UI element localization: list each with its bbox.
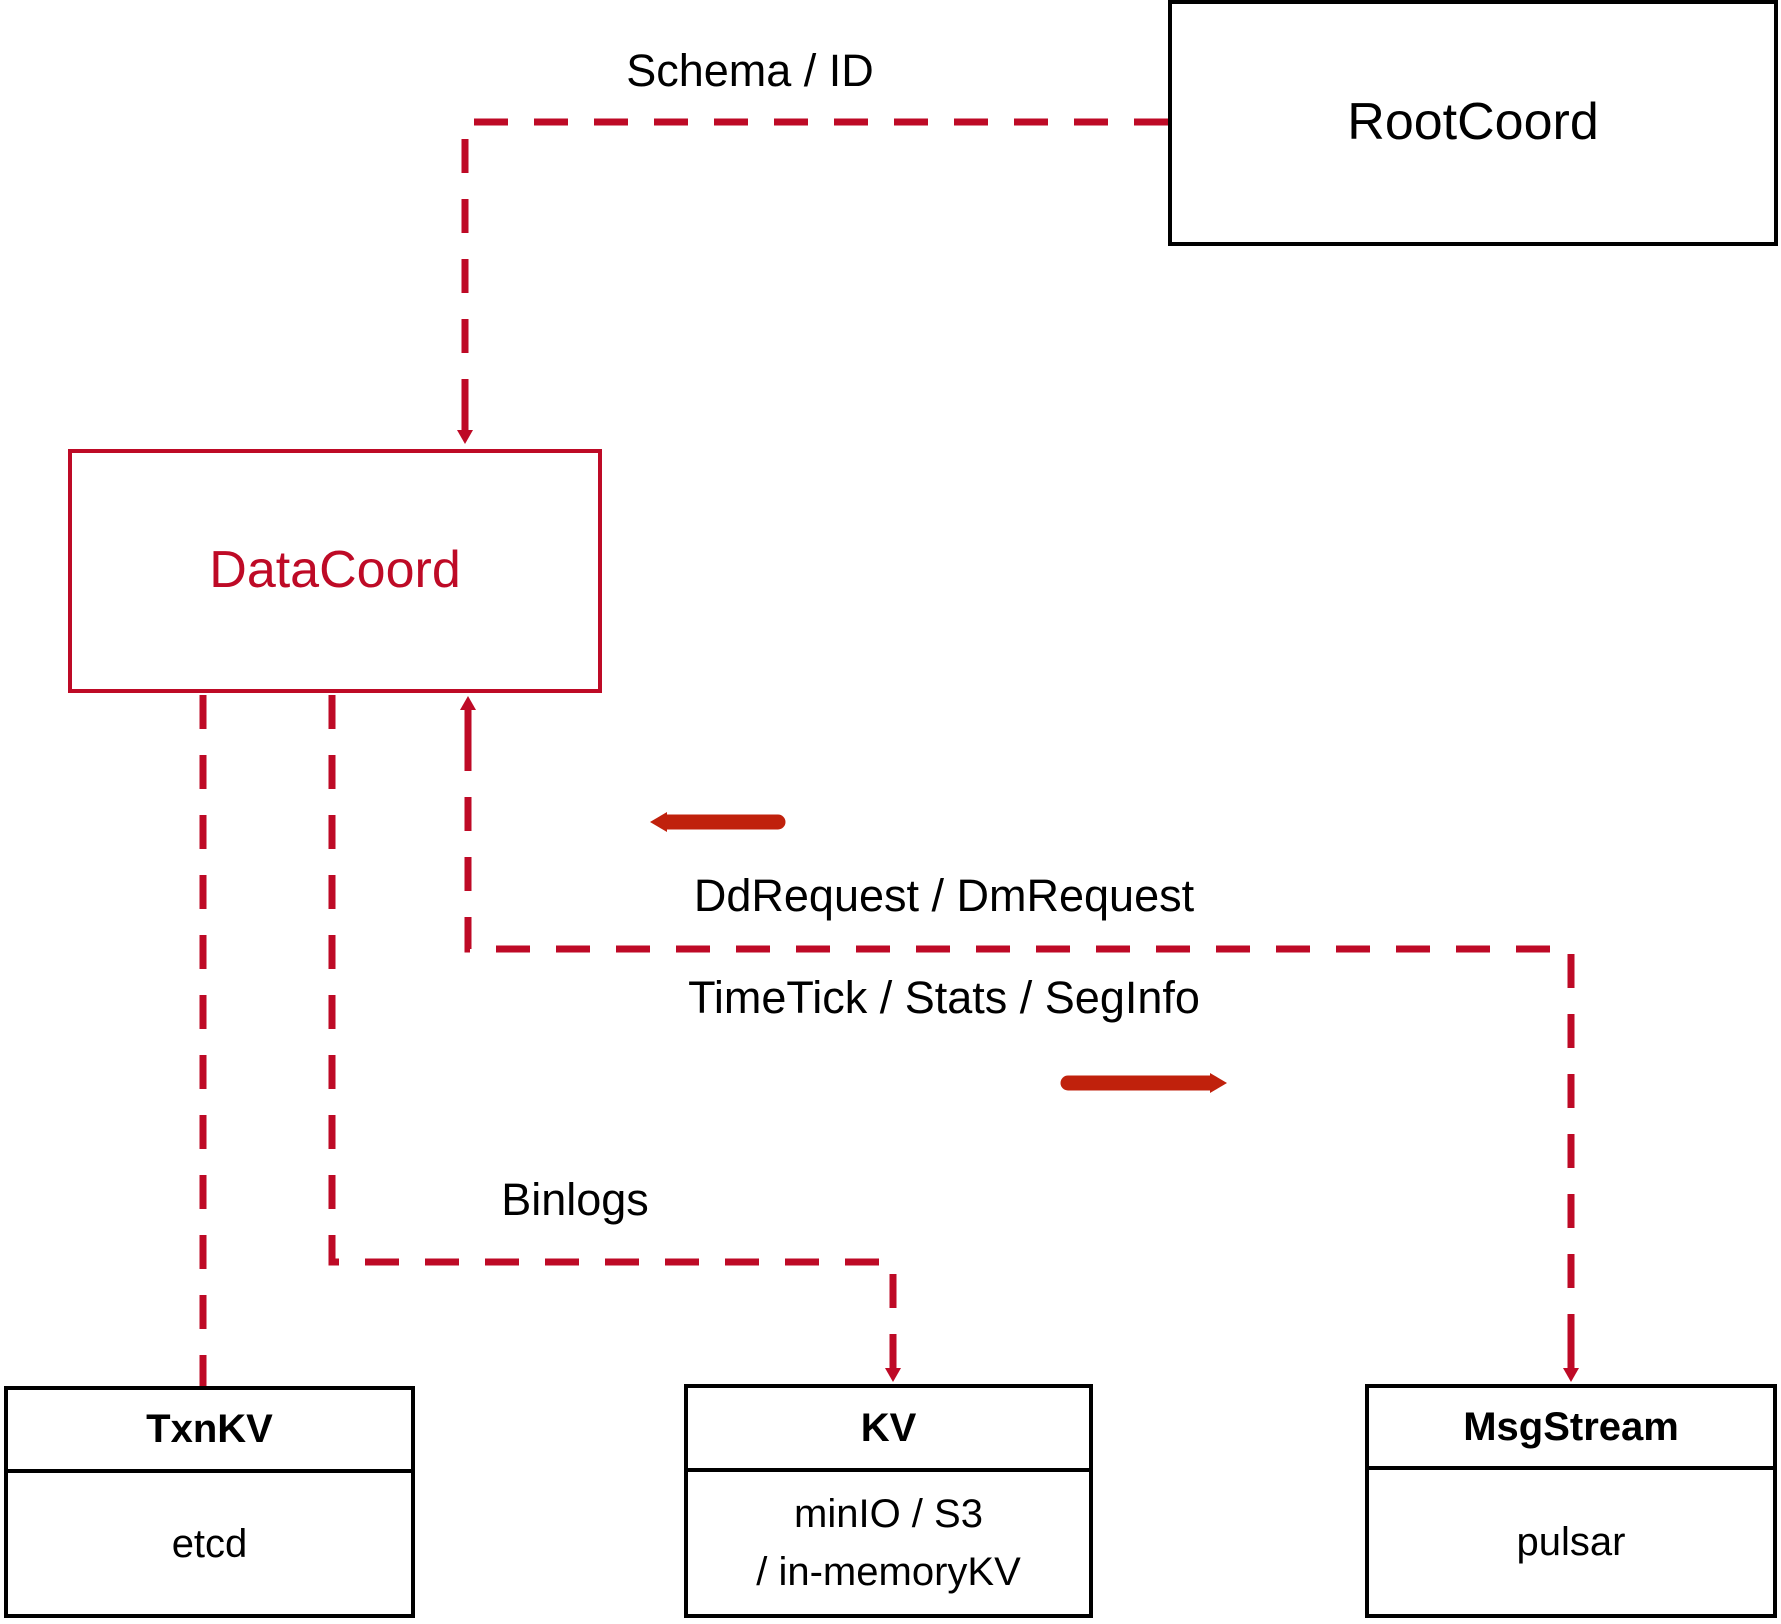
node-rootcoord-label: RootCoord bbox=[1347, 93, 1599, 152]
node-txnkv-title: TxnKV bbox=[8, 1390, 411, 1473]
node-msgstream-line-1: pulsar bbox=[1516, 1520, 1626, 1564]
node-msgstream-body: pulsar bbox=[1369, 1470, 1773, 1614]
edge-msgstream-datacoord bbox=[460, 696, 1579, 1382]
edge-label-schema-id: Schema / ID bbox=[626, 45, 874, 96]
edge-label-timetick-stats-seginfo: TimeTick / Stats / SegInfo bbox=[688, 972, 1200, 1023]
edge-schema-id bbox=[457, 118, 1168, 444]
node-txnkv-body: etcd bbox=[8, 1473, 411, 1614]
edge-binlogs bbox=[328, 695, 901, 1382]
node-txnkv-line-1: etcd bbox=[171, 1521, 248, 1566]
node-msgstream[interactable]: MsgStream pulsar bbox=[1365, 1384, 1777, 1618]
node-txnkv[interactable]: TxnKV etcd bbox=[4, 1386, 415, 1618]
node-kv-line-2: / in-memoryKV bbox=[756, 1550, 1021, 1594]
node-datacoord[interactable]: DataCoord bbox=[68, 449, 602, 693]
node-datacoord-label: DataCoord bbox=[209, 541, 461, 600]
edge-label-ddrequest-dmrequest: DdRequest / DmRequest bbox=[693, 870, 1195, 921]
node-kv[interactable]: KV minIO / S3 / in-memoryKV bbox=[684, 1384, 1093, 1618]
edge-label-binlogs: Binlogs bbox=[501, 1174, 649, 1225]
node-kv-line-1: minIO / S3 bbox=[794, 1492, 983, 1536]
node-kv-title: KV bbox=[688, 1388, 1089, 1472]
node-kv-body: minIO / S3 / in-memoryKV bbox=[688, 1472, 1089, 1614]
node-rootcoord[interactable]: RootCoord bbox=[1168, 0, 1778, 246]
node-msgstream-title: MsgStream bbox=[1369, 1388, 1773, 1470]
